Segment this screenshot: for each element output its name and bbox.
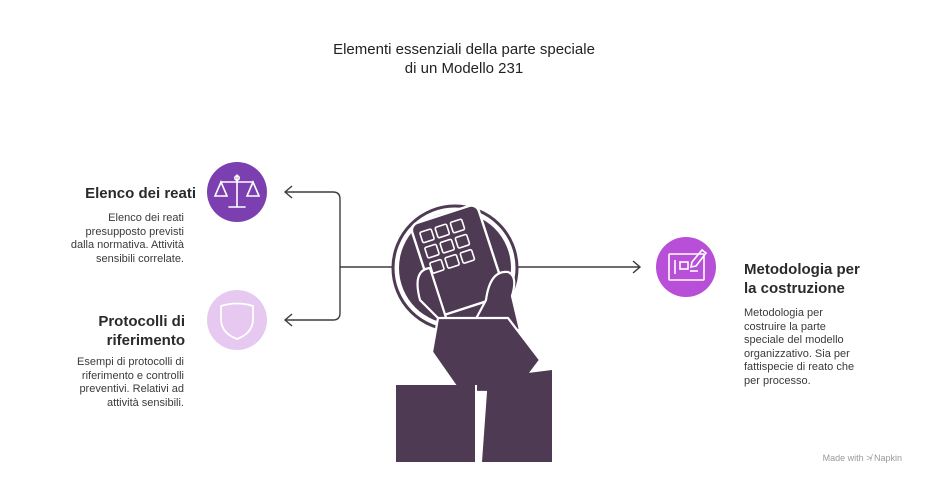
connector-to-protocolli [285, 267, 341, 321]
heading-line: Protocolli di [98, 313, 185, 330]
hand-calculator-icon [391, 204, 552, 462]
arrowhead-elenco [283, 185, 293, 199]
desc-line: presupposto previsti [85, 225, 184, 238]
desc-line: Metodologia per [744, 307, 823, 319]
desc-line: organizzativo. Sia per [744, 347, 850, 360]
title-line-2: di un Modello 231 [404, 60, 524, 77]
item-heading-metodologia: Metodologia per la costruzione [744, 260, 914, 298]
desc-line: Esempi di protocolli di [77, 356, 184, 368]
connector-lines [283, 185, 642, 327]
scales-icon [207, 162, 267, 222]
diagram-title: Elementi essenziali della parte speciale… [264, 40, 664, 78]
desc-line: Elenco dei reati [108, 212, 184, 224]
desc-line: attività sensibili. [106, 396, 184, 409]
heading-line: la costruzione [744, 280, 845, 297]
shield-icon [207, 290, 267, 350]
heading-line: riferimento [106, 332, 185, 349]
made-with-label: Made with [822, 453, 864, 463]
desc-line: sensibili correlate. [95, 252, 184, 265]
item-desc-protocolli: Esempi di protocolli di riferimento e co… [40, 356, 184, 410]
item-heading-elenco: Elenco dei reati [40, 184, 196, 203]
desc-line: riferimento e controlli [81, 369, 184, 382]
item-desc-metodologia: Metodologia per costruire la parte speci… [744, 307, 914, 388]
heading-line: Elenco dei reati [85, 185, 196, 202]
desc-line: preventivi. Relativi ad [79, 383, 184, 395]
item-desc-elenco: Elenco dei reati presupposto previsti da… [40, 212, 184, 266]
heading-line: Metodologia per [744, 261, 860, 278]
blueprint-icon [656, 237, 716, 297]
item-heading-protocolli: Protocolli di riferimento [40, 312, 185, 350]
made-with-napkin-badge: Made with ≯ Napkin [823, 453, 902, 463]
desc-line: fattispecie di reato che [744, 361, 855, 373]
connector-to-elenco [285, 191, 341, 267]
arrowhead-metodologia [632, 260, 642, 274]
arrowhead-protocolli [283, 313, 293, 327]
desc-line: costruire la parte [744, 320, 826, 333]
napkin-logo-icon: ≯ [866, 453, 872, 463]
title-line-1: Elementi essenziali della parte speciale [333, 41, 595, 58]
desc-line: speciale del modello [744, 334, 844, 346]
napkin-brand-label: Napkin [873, 453, 902, 463]
desc-line: per processo. [744, 374, 811, 387]
desc-line: dalla normativa. Attività [70, 239, 184, 251]
